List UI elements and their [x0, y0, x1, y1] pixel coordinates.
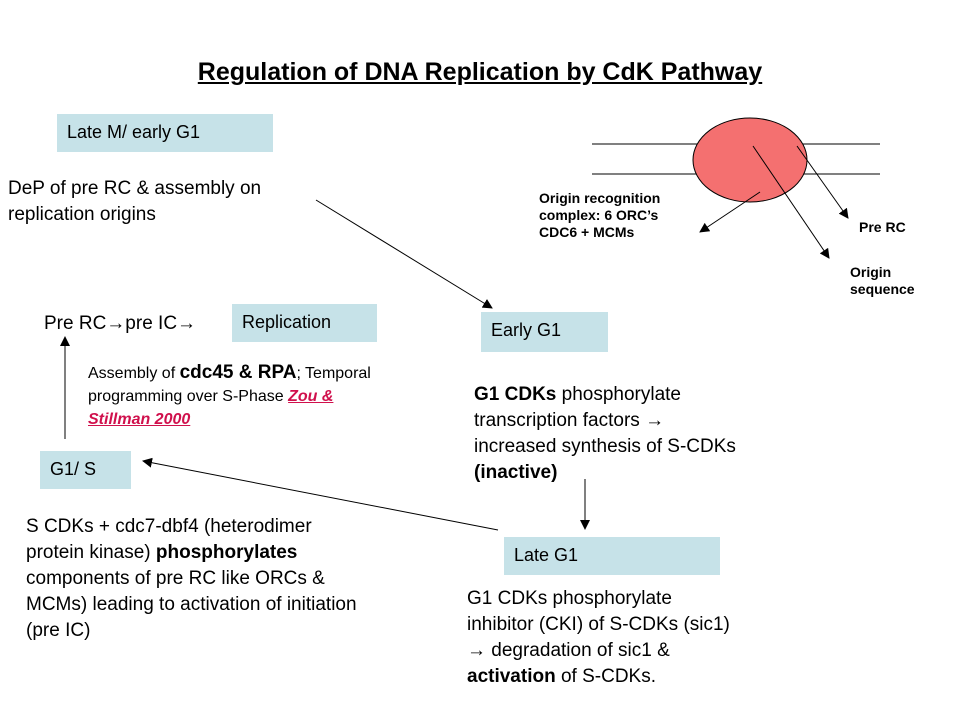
arrow-late-g1-to-g1-s [142, 457, 499, 531]
stage-late-g1: Late G1 [504, 537, 720, 575]
early-g1-description: G1 CDKs phosphorylate transcription fact… [474, 384, 736, 483]
origin-recognition-circle [692, 117, 808, 203]
late-g1-description: G1 CDKs phosphorylate inhibitor (CKI) of… [467, 588, 730, 687]
arrow-right-icon: → [645, 410, 665, 431]
arrow-late-m-to-early-g1 [315, 199, 493, 309]
citation-link[interactable]: Zou & [288, 388, 334, 405]
assembly-description: Assembly of cdc45 & RPA; Temporal progra… [88, 362, 371, 428]
pre-rc-to-pre-ic: Pre RC→pre IC→ [44, 313, 197, 334]
dep-description: DeP of pre RC & assembly on replication … [8, 178, 262, 225]
orc-label: Origin recognition complex: 6 ORC’s CDC6… [539, 190, 661, 240]
stage-early-g1: Early G1 [481, 312, 608, 352]
g1-s-description: S CDKs + cdc7-dbf4 (heterodimer protein … [26, 516, 357, 641]
origin-sequence-label: Origin sequence [850, 264, 915, 297]
pre-rc-label: Pre RC [859, 219, 906, 235]
arrow-to-pre-rc-label [796, 145, 849, 219]
arrow-to-origin-sequence-label [752, 145, 830, 259]
page-title: Regulation of DNA Replication by CdK Pat… [197, 58, 763, 86]
stage-g1-s: G1/ S [40, 451, 131, 489]
arrow-right-icon: → [177, 313, 197, 334]
stage-late-m-early-g1: Late M/ early G1 [57, 114, 273, 152]
arrow-right-icon: → [106, 313, 126, 334]
arrow-right-icon: → [467, 640, 486, 661]
arrow-to-orc-label [699, 191, 761, 233]
stage-replication: Replication [232, 304, 377, 342]
citation-link[interactable]: Stillman 2000 [88, 411, 191, 428]
